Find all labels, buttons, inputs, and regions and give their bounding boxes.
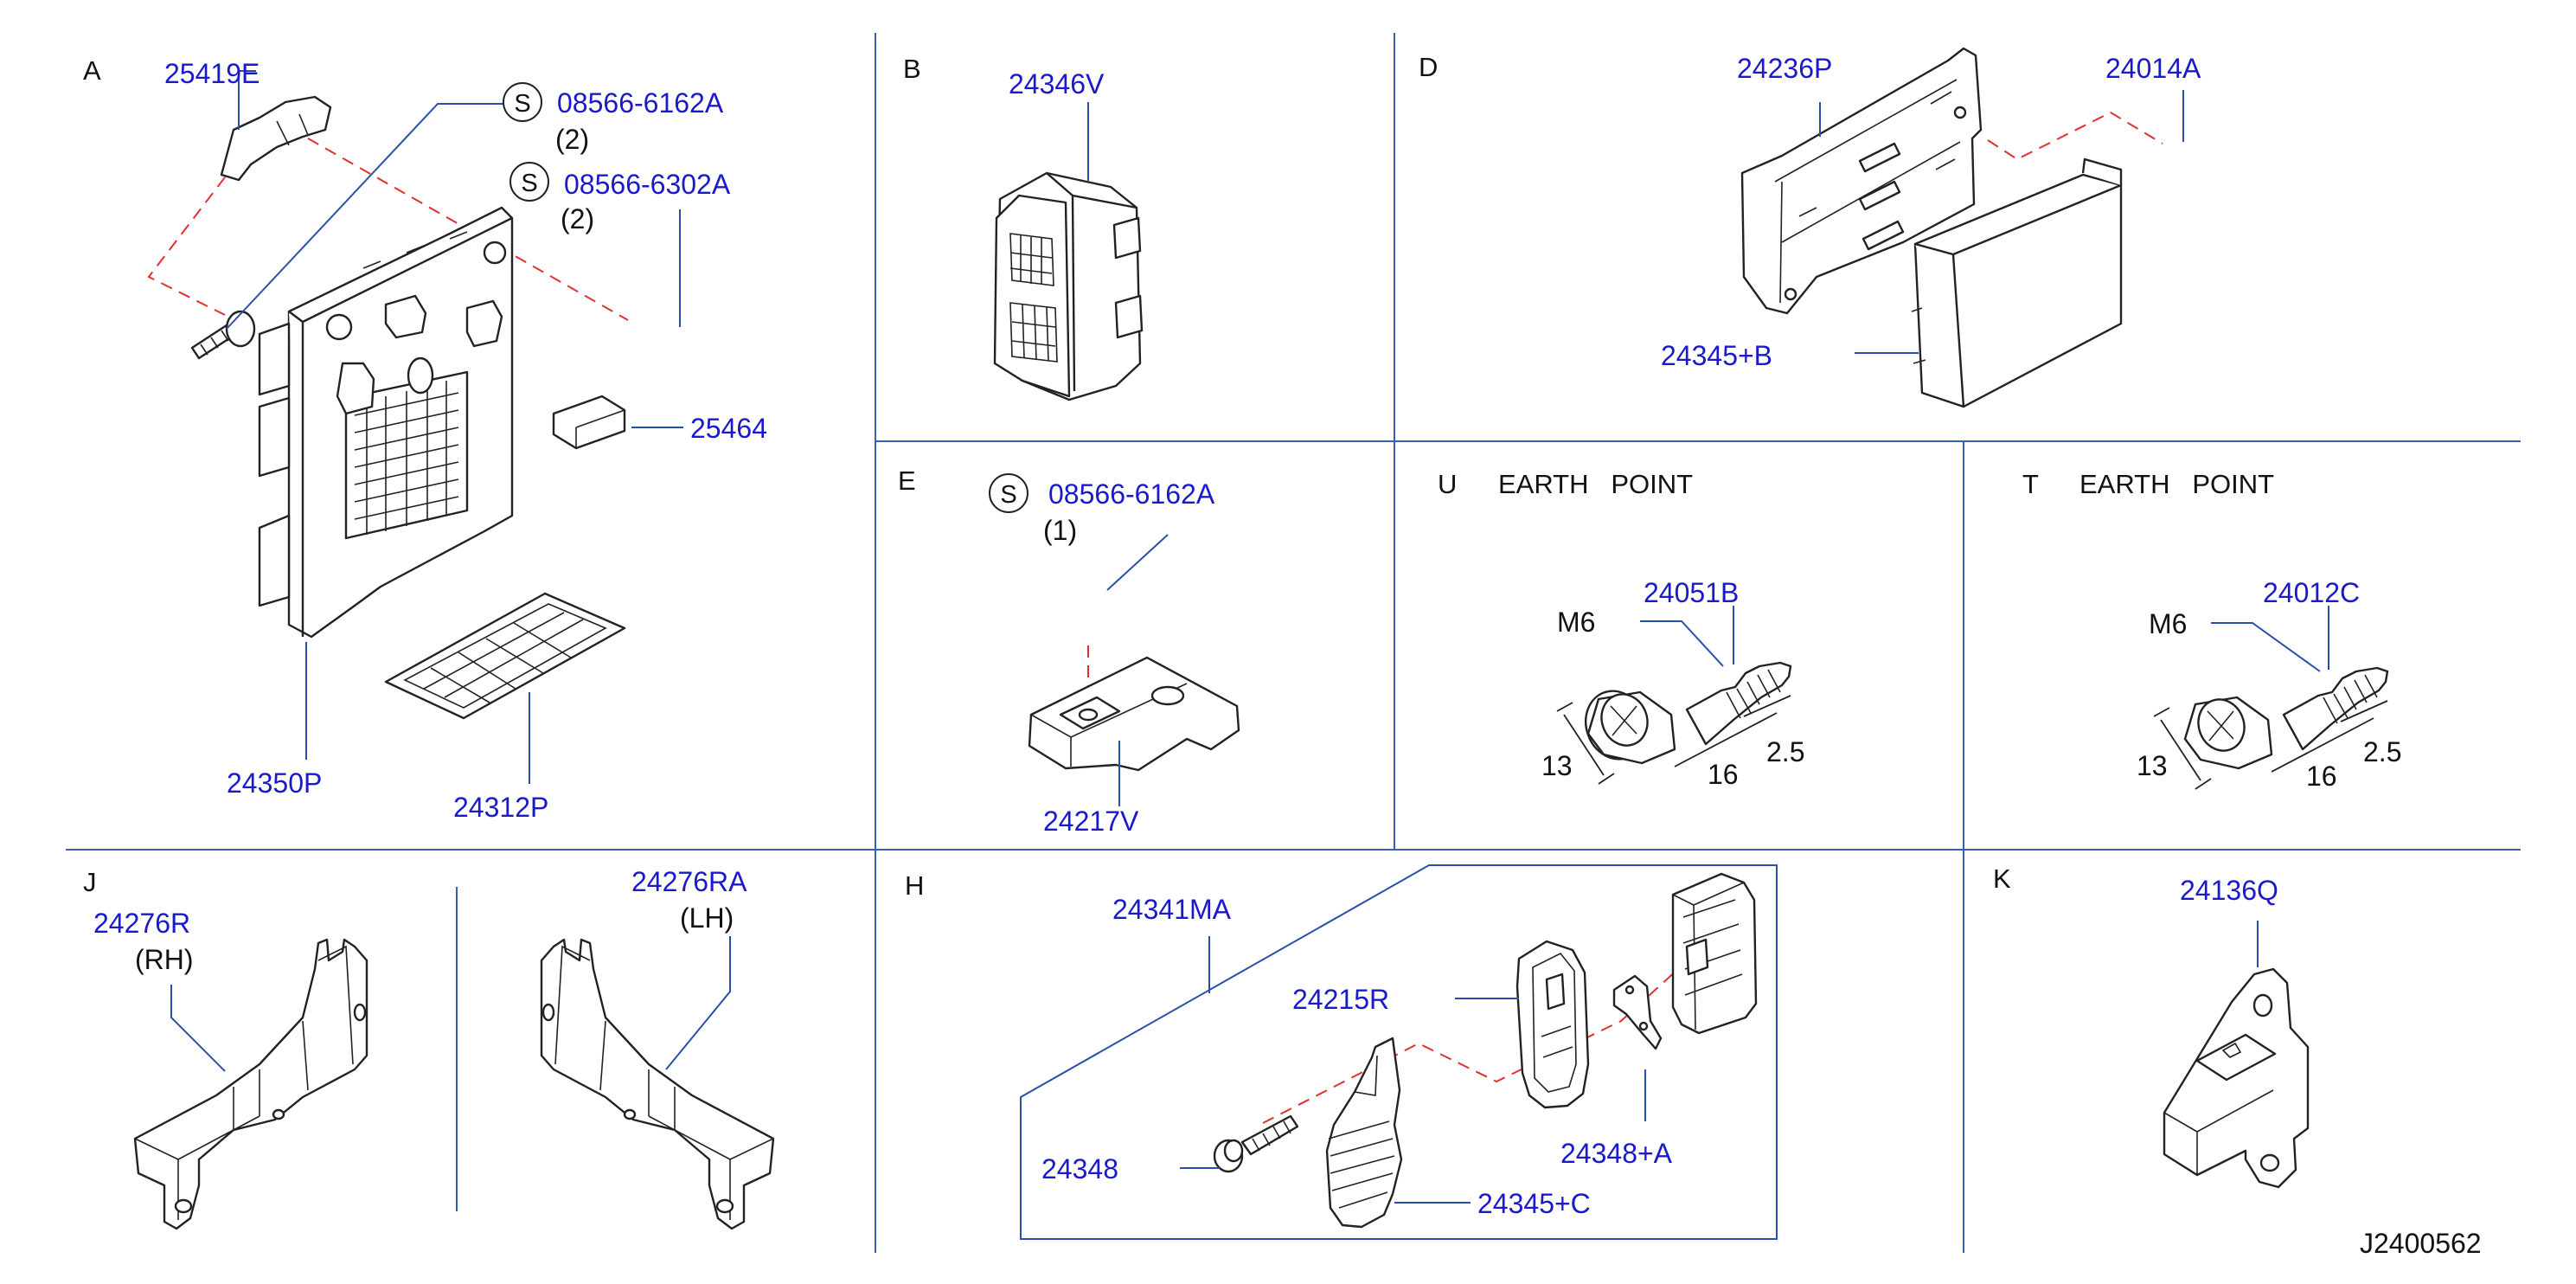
section-h: 24341MA 24215R 24348 24348+A 24345+C	[1020, 864, 1778, 1240]
kit-frame-24341ma	[1020, 864, 1778, 1240]
section-h-letter: H	[905, 870, 924, 901]
bracket-25419e	[220, 95, 332, 182]
section-a: S S 25419E 08566-6162A (2) 08566-6302A (…	[147, 58, 767, 823]
part-label-24012c: 24012C	[2263, 577, 2360, 608]
section-e: S 08566-6162A (1) 24217V	[989, 473, 1240, 837]
bolt-24348	[1213, 1114, 1299, 1173]
part-label-24345c: 24345+C	[1477, 1188, 1591, 1219]
quantity-label-e: (1)	[1043, 515, 1077, 546]
quantity-label-1: (2)	[555, 124, 589, 155]
s-symbol-circle-2	[509, 162, 549, 202]
part-label-24236p: 24236P	[1737, 53, 1832, 84]
bracket-24276r	[133, 938, 368, 1230]
section-e-letter: E	[898, 465, 916, 496]
part-label-24348: 24348	[1041, 1153, 1118, 1184]
module-24345b	[1911, 157, 2123, 408]
section-b-letter: B	[903, 54, 921, 84]
bracket-24217v	[1028, 656, 1240, 772]
dimension-2-5-u: 2.5	[1766, 736, 1804, 767]
screw-a	[190, 310, 256, 360]
section-d: 24236P 24014A 24345+B	[1661, 47, 2201, 408]
dimension-2-5-t: 2.5	[2363, 736, 2401, 767]
section-d-letter: D	[1419, 52, 1438, 82]
bracket-24136q	[2163, 967, 2310, 1189]
section-dividers	[66, 33, 2521, 1253]
part-label-24350p: 24350P	[227, 767, 322, 799]
section-t: M6 24012C 13 16 2.5	[2137, 577, 2401, 792]
part-label-24051b: 24051B	[1644, 577, 1739, 608]
quantity-label-2: (2)	[561, 203, 594, 234]
dimension-16-u: 16	[1708, 759, 1739, 790]
part-label-08566-6162a: 08566-6162A	[557, 87, 724, 119]
section-j-letter: J	[83, 867, 97, 897]
part-label-24345b: 24345+B	[1661, 340, 1772, 371]
s-symbol-3: S	[1000, 481, 1016, 509]
part-label-24276ra: 24276RA	[631, 866, 747, 897]
part-label-08566-6162a-e: 08566-6162A	[1048, 478, 1215, 510]
section-u-letter: U	[1438, 469, 1457, 499]
part-label-24215r: 24215R	[1292, 984, 1389, 1015]
part-label-24341ma: 24341MA	[1112, 894, 1232, 925]
connector-housing	[1671, 872, 1758, 1035]
dimension-13-t: 13	[2137, 750, 2168, 781]
fuse-box-24350p	[258, 206, 514, 639]
section-t-header: EARTH POINT	[2079, 469, 2274, 499]
part-label-08566-6302a: 08566-6302A	[564, 169, 731, 200]
section-k-letter: K	[1993, 863, 2011, 894]
grommet-24345c	[1325, 1037, 1403, 1229]
bracket-24236p	[1740, 47, 1983, 315]
part-label-24136q: 24136Q	[2180, 875, 2278, 906]
section-b: 24346V	[993, 68, 1144, 401]
label-sheet-24312p	[384, 592, 626, 720]
side-label-lh: (LH)	[680, 902, 734, 934]
section-t-letter: T	[2022, 469, 2039, 499]
s-symbol-2: S	[521, 170, 537, 197]
clip-24215r	[1515, 940, 1590, 1109]
section-u-header: EARTH POINT	[1498, 469, 1693, 499]
dimension-13-u: 13	[1541, 750, 1573, 781]
part-label-24276r: 24276R	[93, 908, 190, 939]
dimension-m6-t: M6	[2149, 608, 2187, 639]
fuse-25464	[552, 395, 626, 450]
part-label-24312p: 24312P	[453, 792, 548, 823]
part-label-25419e: 25419E	[164, 58, 260, 89]
dimension-m6-u: M6	[1557, 607, 1595, 638]
clip-24348a	[1612, 974, 1663, 1050]
bracket-24276ra	[540, 938, 775, 1230]
section-u: M6 24051B 13 16 2.5	[1541, 577, 1804, 790]
section-j: 24276R (RH) 24276RA (LH)	[93, 866, 775, 1230]
part-label-24014a: 24014A	[2105, 53, 2201, 84]
catalog-code: J2400562	[2360, 1228, 2482, 1259]
section-letters: A B D E U EARTH POINT T EARTH POINT J H …	[83, 52, 2274, 901]
dimension-16-t: 16	[2306, 761, 2337, 792]
part-label-24217v: 24217V	[1043, 806, 1139, 837]
part-label-24348a: 24348+A	[1560, 1138, 1673, 1169]
part-label-24346v: 24346V	[1009, 68, 1105, 100]
section-a-letter: A	[83, 55, 101, 86]
s-symbol-1: S	[514, 90, 530, 118]
bolt-24012c	[2183, 666, 2389, 770]
s-symbol-circle-1	[503, 82, 542, 122]
s-symbol-circle-3	[989, 473, 1028, 513]
part-label-25464: 25464	[690, 413, 767, 444]
bolt-24051b	[1585, 661, 1792, 765]
section-k: 24136Q	[2163, 875, 2310, 1189]
side-label-rh: (RH)	[135, 944, 194, 975]
connector-24346v	[993, 171, 1144, 401]
